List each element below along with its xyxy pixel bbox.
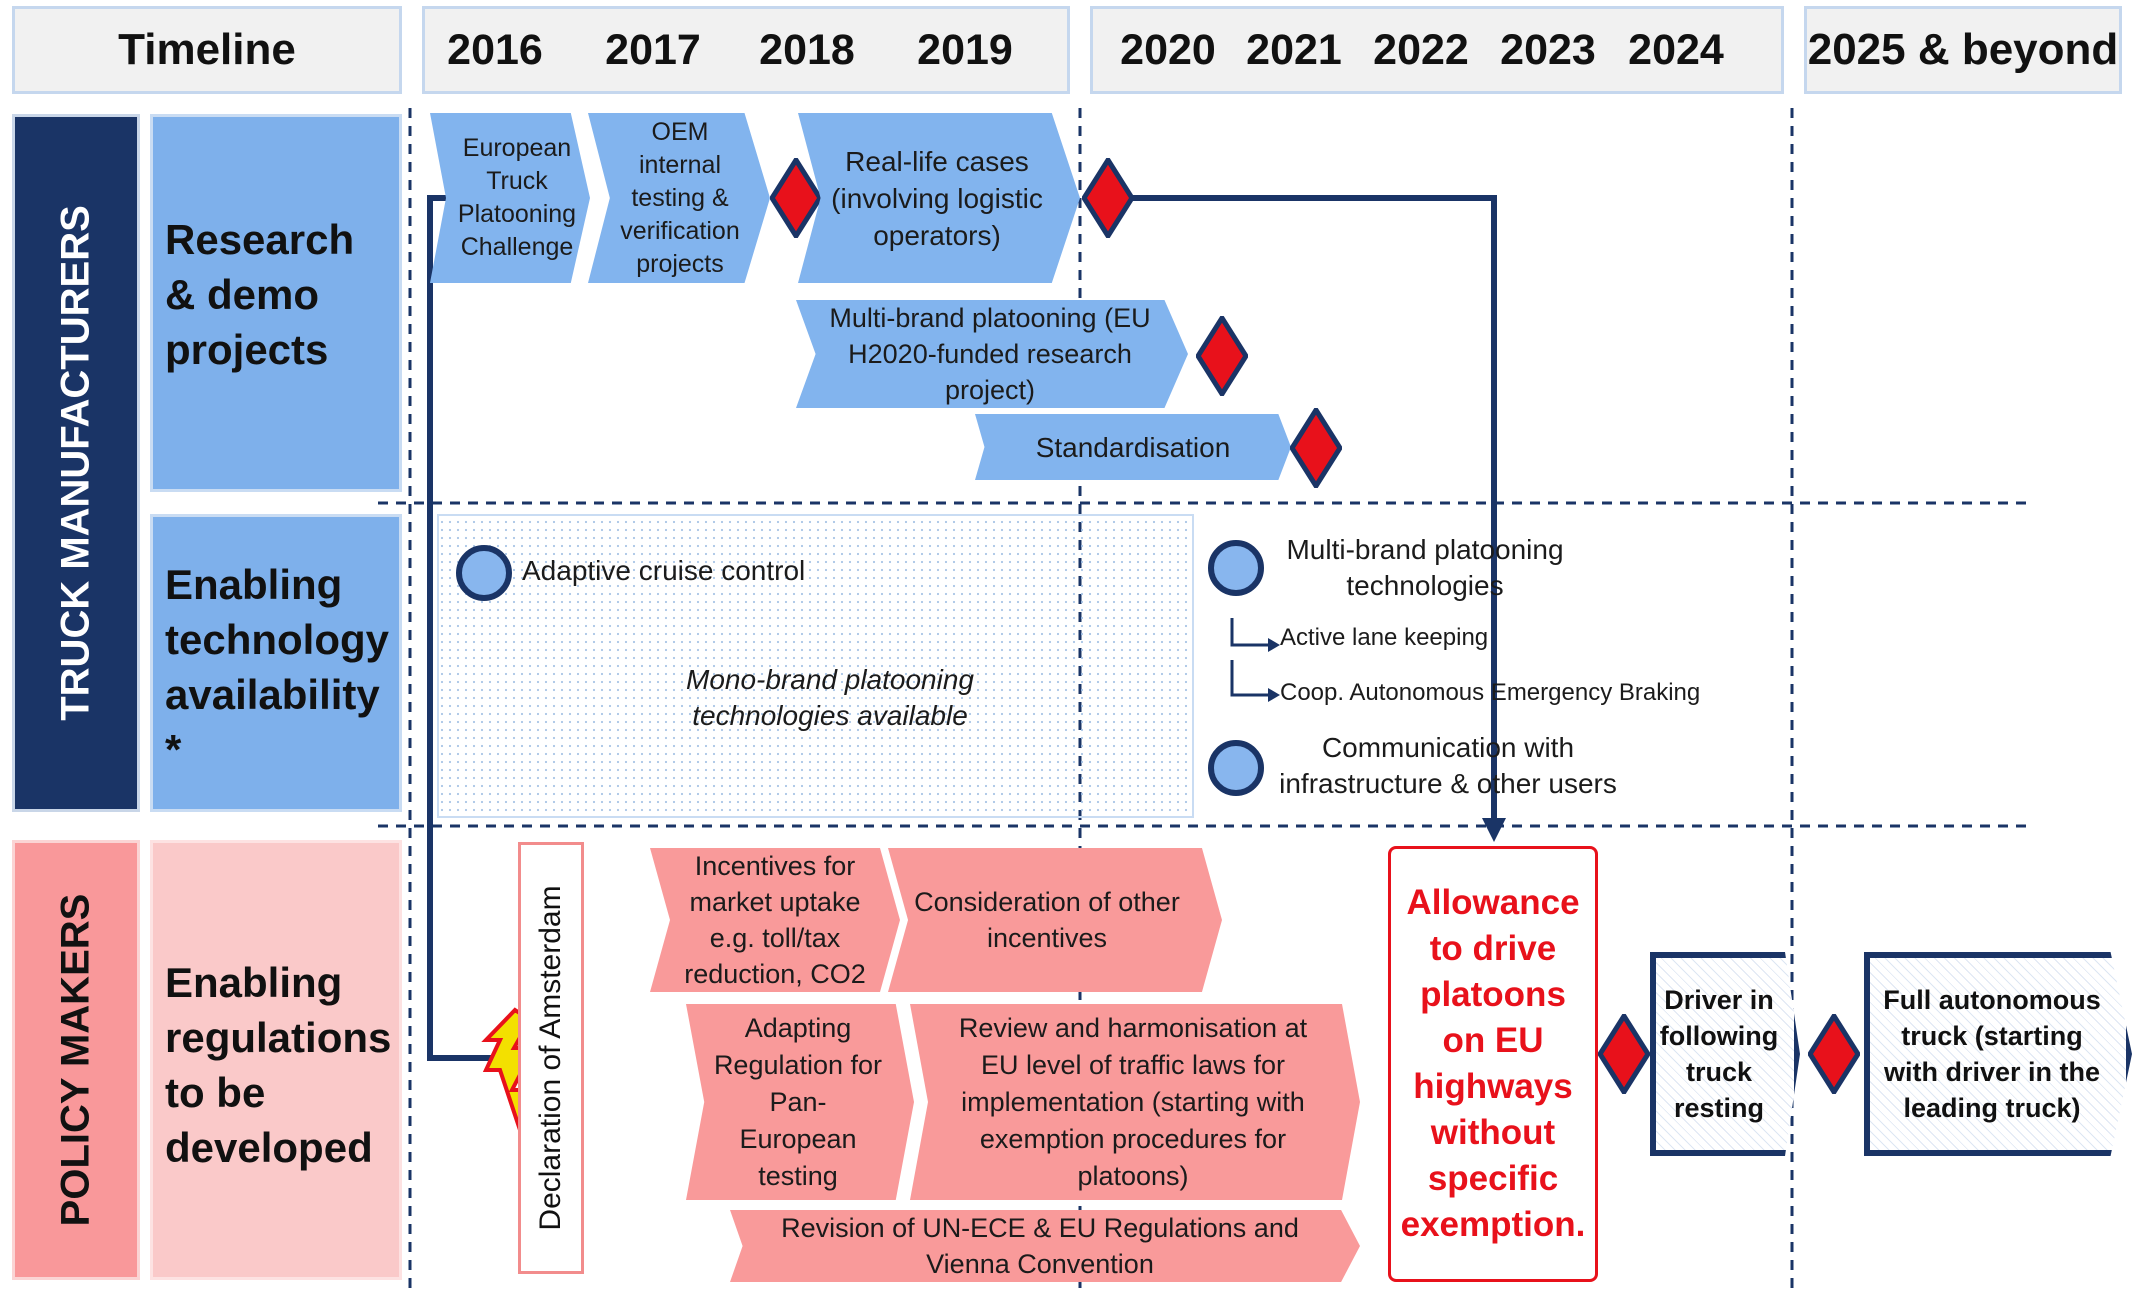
incentives-text: Incentives for market uptake e.g. toll/t… xyxy=(684,851,866,989)
years-header-2016-2019: 2016 2017 2018 2019 xyxy=(422,6,1070,94)
category-research: Research & demo projects xyxy=(150,114,402,492)
allowance-scroll: Allowance to drive platoons on EU highwa… xyxy=(1388,846,1598,1282)
milestone-diamond-5 xyxy=(1598,1014,1650,1094)
chevron-multi-brand: Multi-brand platooning (EU H2020-funded … xyxy=(796,300,1188,408)
communication-circle-icon xyxy=(1208,740,1264,796)
connector-challenge-declaration xyxy=(427,195,512,1061)
policy-makers-sidebar: POLICY MAKERS xyxy=(12,840,140,1280)
chevron-european-challenge: European Truck Platooning Challenge xyxy=(430,113,590,283)
year-2018: 2018 xyxy=(759,25,855,74)
year-2023: 2023 xyxy=(1500,25,1596,74)
chevron-other-incentives: Consideration of other incentives xyxy=(888,848,1222,992)
chevron-adapting-regulation: Adapting Regulation for Pan-European tes… xyxy=(686,1004,914,1200)
year-2017: 2017 xyxy=(605,25,701,74)
declaration-text: Declaration of Amsterdam xyxy=(534,885,567,1231)
connector-reallife-allowance xyxy=(1130,195,1497,818)
category-research-label: Research & demo projects xyxy=(165,216,355,373)
lane-keeping-text: Active lane keeping xyxy=(1280,624,1489,651)
oem-testing-text: OEM internal testing & verification proj… xyxy=(620,117,740,278)
chevron-revision: Revision of UN-ECE & EU Regulations and … xyxy=(730,1210,1360,1282)
other-incentives-text: Consideration of other incentives xyxy=(914,887,1180,953)
driver-following-box: Driver in following truck resting xyxy=(1650,952,1800,1156)
revision-text: Revision of UN-ECE & EU Regulations and … xyxy=(781,1213,1299,1279)
year-2024: 2024 xyxy=(1628,25,1724,74)
year-2022: 2022 xyxy=(1373,25,1469,74)
category-regulations-label: Enabling regulations to be developed xyxy=(165,959,392,1171)
full-autonomous-text: Full autonomous truck (starting with dri… xyxy=(1883,985,2101,1123)
full-autonomous-box: Full autonomous truck (starting with dri… xyxy=(1864,952,2132,1156)
chevron-review-harmonisation: Review and harmonisation at EU level of … xyxy=(910,1004,1360,1200)
euro-challenge-text: European Truck Platooning Challenge xyxy=(457,134,577,261)
chevron-oem-testing: OEM internal testing & verification proj… xyxy=(588,113,770,283)
years-header-2020-2024: 2020 2021 2022 2023 2024 xyxy=(1090,6,1784,94)
year-2020: 2020 xyxy=(1120,25,1216,74)
category-enabling-tech: Enabling technology availability * xyxy=(150,514,402,812)
timeline-header: Timeline xyxy=(12,6,402,94)
timeline-label: Timeline xyxy=(118,25,296,74)
milestone-diamond-3 xyxy=(1196,316,1248,396)
communication-text: Communication with infrastructure & othe… xyxy=(1279,732,1617,799)
acc-circle-icon xyxy=(456,545,512,601)
adapting-text: Adapting Regulation for Pan-European tes… xyxy=(713,1012,883,1191)
category-enabling-tech-label: Enabling technology availability * xyxy=(165,561,390,773)
driver-following-text: Driver in following truck resting xyxy=(1659,985,1779,1123)
standardisation-text: Standardisation xyxy=(1035,431,1231,463)
years-header-2025-beyond: 2025 & beyond xyxy=(1804,6,2122,94)
review-text: Review and harmonisation at EU level of … xyxy=(958,1012,1308,1191)
multi-brand-tech-text: Multi-brand platooning technologies xyxy=(1286,534,1564,601)
year-2021: 2021 xyxy=(1246,25,1342,74)
category-regulations: Enabling regulations to be developed xyxy=(150,840,402,1280)
milestone-diamond-6 xyxy=(1808,1014,1860,1094)
allowance-text: Allowance to drive platoons on EU highwa… xyxy=(1400,883,1586,1244)
mono-brand-text: Mono-brand platooning technologies avail… xyxy=(686,664,974,731)
chevron-real-life: Real-life cases (involving logistic oper… xyxy=(798,113,1080,283)
milestone-diamond-1 xyxy=(770,158,822,238)
declaration-box: Declaration of Amsterdam xyxy=(518,842,584,1274)
milestone-diamond-2 xyxy=(1082,158,1134,238)
real-life-text: Real-life cases (involving logistic oper… xyxy=(831,145,1043,251)
year-2019: 2019 xyxy=(917,25,1013,74)
year-2025-beyond: 2025 & beyond xyxy=(1807,25,2119,74)
truck-manufacturers-sidebar: TRUCK MANUFACTURERS xyxy=(12,114,140,812)
multi-brand-text: Multi-brand platooning (EU H2020-funded … xyxy=(829,303,1151,405)
chevron-incentives: Incentives for market uptake e.g. toll/t… xyxy=(650,848,900,992)
chevron-standardisation: Standardisation xyxy=(975,414,1291,480)
mono-brand-area xyxy=(437,514,1194,818)
acc-text: Adaptive cruise control xyxy=(522,555,806,586)
arrowhead-allowance xyxy=(1482,818,1506,842)
multi-brand-tech-circle-icon xyxy=(1208,540,1264,596)
caeb-text: Coop. Autonomous Emergency Braking xyxy=(1280,679,1701,706)
milestone-diamond-4 xyxy=(1290,408,1342,488)
year-2016: 2016 xyxy=(447,25,543,74)
